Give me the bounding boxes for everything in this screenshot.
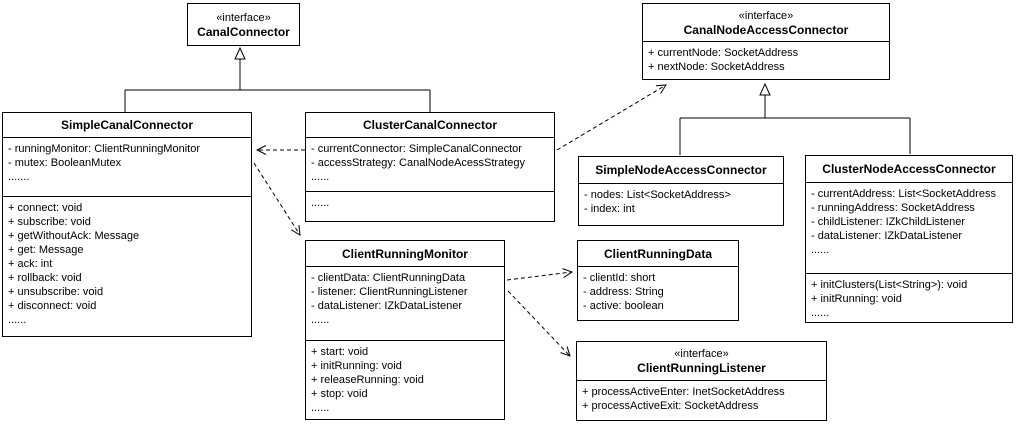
- attributes-section: - clientData: ClientRunningData - listene…: [306, 266, 504, 340]
- class-header: SimpleCanalConnector: [3, 113, 251, 137]
- member-line: + stop: void: [311, 388, 368, 400]
- class-name: ClientRunningMonitor: [342, 246, 468, 261]
- attributes-section: - runningMonitor: ClientRunningMonitor - …: [3, 137, 251, 196]
- member-line: + initRunning: void: [811, 293, 902, 305]
- class-name: ClientRunningListener: [637, 361, 766, 375]
- class-header: SimpleNodeAccessConnector: [579, 157, 783, 183]
- member-line: + currentNode: SocketAddress: [648, 47, 799, 59]
- member-line: - currentAddress: List<SocketAddress: [811, 188, 996, 200]
- class-name: ClusterNodeAccessConnector: [822, 162, 996, 176]
- stereotype-label: «interface»: [674, 348, 729, 360]
- class-header: «interface» CanalConnector: [188, 4, 299, 45]
- member-line: - nodes: List<SocketAddress>: [584, 189, 731, 201]
- member-line: .......: [8, 171, 30, 183]
- class-client-running-monitor: ClientRunningMonitor - clientData: Clien…: [305, 240, 505, 420]
- member-line: + processActiveEnter: InetSocketAddress: [582, 386, 785, 398]
- class-name: CanalNodeAccessConnector: [683, 22, 849, 37]
- dependency-monitor-to-running-listener: [507, 290, 571, 357]
- member-line: ......: [811, 244, 830, 256]
- member-line: ......: [8, 314, 27, 326]
- class-client-running-data: ClientRunningData - clientId: short - add…: [577, 240, 739, 321]
- class-name: CanalConnector: [197, 24, 290, 39]
- member-line: - mutex: BooleanMutex: [8, 157, 122, 169]
- member-line: + releaseRunning: void: [311, 374, 424, 386]
- class-client-running-listener: «interface» ClientRunningListener + proc…: [576, 341, 827, 421]
- generalization-canal-connectors: [124, 48, 431, 112]
- member-line: + rollback: void: [8, 272, 82, 284]
- member-line: + ack: int: [8, 258, 53, 270]
- member-line: - index: int: [584, 203, 635, 215]
- class-header: «interface» ClientRunningListener: [577, 342, 826, 380]
- member-line: ......: [311, 402, 330, 414]
- class-simple-canal-connector: SimpleCanalConnector - runningMonitor: C…: [2, 112, 252, 337]
- class-simple-node-access-connector: SimpleNodeAccessConnector - nodes: List<…: [578, 156, 784, 226]
- attributes-section: - currentConnector: SimpleCanalConnector…: [306, 137, 554, 191]
- attributes-section: + currentNode: SocketAddress + nextNode: …: [643, 41, 889, 79]
- member-line: + disconnect: void: [8, 300, 97, 312]
- member-line: - childListener: IZkChildListener: [811, 216, 966, 228]
- member-line: ......: [311, 197, 330, 209]
- class-cluster-node-access-connector: ClusterNodeAccessConnector - currentAddr…: [805, 155, 1013, 323]
- stereotype-label: «interface»: [738, 9, 794, 22]
- attributes-section: - clientId: short - address: String - acti…: [578, 266, 738, 320]
- member-line: + get: Message: [8, 244, 84, 256]
- class-header: ClusterCanalConnector: [306, 113, 554, 137]
- member-line: + initClusters(List<String>): void: [811, 279, 968, 291]
- member-line: + processActiveExit: SocketAddress: [582, 400, 759, 412]
- member-line: + getWithoutAck: Message: [8, 230, 140, 242]
- class-name: ClientRunningData: [604, 246, 712, 261]
- dependency-cluster-canal-to-node-access-interface: [556, 84, 667, 151]
- methods-section: + start: void + initRunning: void + releas…: [306, 340, 504, 419]
- class-header: ClientRunningData: [578, 241, 738, 266]
- member-line: ......: [311, 314, 330, 326]
- methods-section: ......: [306, 191, 554, 221]
- class-header: «interface» CanalNodeAccessConnector: [643, 4, 889, 41]
- dependency-monitor-to-running-data: [506, 268, 574, 281]
- class-header: ClusterNodeAccessConnector: [806, 156, 1012, 182]
- member-line: - runningMonitor: ClientRunningMonitor: [8, 143, 200, 155]
- member-line: - address: String: [583, 286, 664, 298]
- member-line: - runningAddress: SocketAddress: [811, 202, 975, 214]
- member-line: + start: void: [311, 346, 369, 358]
- class-name: ClusterCanalConnector: [362, 118, 498, 132]
- class-canal-node-access-connector: «interface» CanalNodeAccessConnector + c…: [642, 3, 890, 80]
- member-line: - accessStrategy: CanalNodeAcessStrategy: [311, 157, 525, 169]
- methods-section: + initClusters(List<String>): void + init…: [806, 273, 1012, 322]
- member-line: ......: [811, 307, 830, 319]
- class-cluster-canal-connector: ClusterCanalConnector - currentConnector…: [305, 112, 555, 222]
- member-line: - dataListener: IZkDataListener: [311, 300, 463, 312]
- dependency-simple-canal-to-running-monitor: [253, 162, 301, 236]
- member-line: + nextNode: SocketAddress: [648, 61, 785, 73]
- class-name: SimpleCanalConnector: [60, 118, 194, 132]
- methods-section: + connect: void + subscribe: void + getWit…: [3, 196, 251, 336]
- member-line: - dataListener: IZkDataListener: [811, 230, 963, 242]
- attributes-section: - currentAddress: List<SocketAddress - ru…: [806, 182, 1012, 273]
- member-line: - active: boolean: [583, 300, 664, 312]
- attributes-section: - nodes: List<SocketAddress> - index: int: [579, 183, 783, 225]
- member-line: ......: [311, 171, 330, 183]
- class-canal-connector: «interface» CanalConnector: [187, 3, 300, 46]
- attributes-section: + processActiveEnter: InetSocketAddress +…: [577, 380, 826, 420]
- generalization-node-access-connectors: [679, 84, 911, 155]
- member-line: - clientData: ClientRunningData: [311, 272, 466, 284]
- member-line: + unsubscribe: void: [8, 286, 104, 298]
- member-line: + initRunning: void: [311, 360, 402, 372]
- member-line: - clientId: short: [583, 272, 656, 284]
- class-name: SimpleNodeAccessConnector: [595, 163, 767, 177]
- member-line: - listener: ClientRunningListener: [311, 286, 468, 298]
- member-line: - currentConnector: SimpleCanalConnector: [311, 143, 522, 155]
- member-line: + connect: void: [8, 202, 83, 214]
- class-header: ClientRunningMonitor: [306, 241, 504, 266]
- member-line: + subscribe: void: [8, 216, 91, 228]
- stereotype-label: «interface»: [216, 11, 271, 24]
